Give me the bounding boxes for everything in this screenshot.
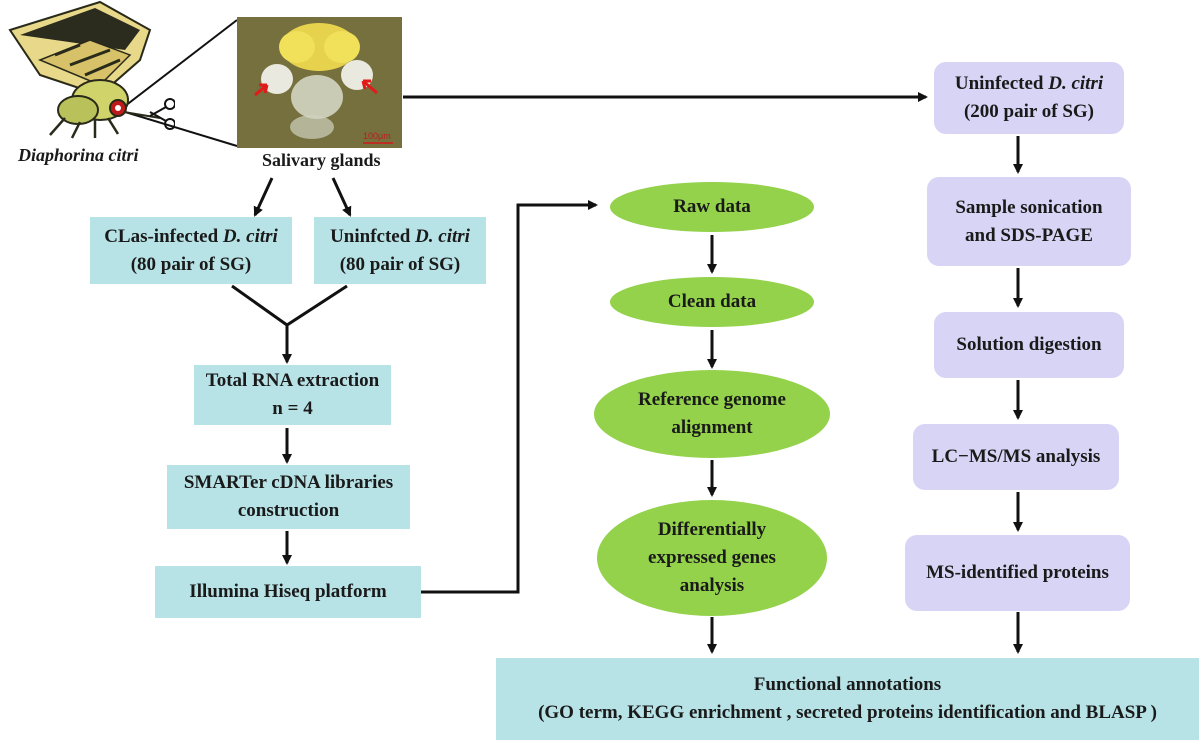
rna-extraction-label: Total RNA extraction bbox=[205, 370, 380, 391]
deg-analysis-oval: Differentially expressed genes analysis bbox=[597, 500, 827, 616]
uninfected-proteome-box: Uninfected D. citri (200 pair of SG) bbox=[934, 62, 1124, 134]
uninfected-label-species: D. citri bbox=[415, 225, 470, 247]
functional-annotations-details: (GO term, KEGG enrichment , secreted pro… bbox=[538, 702, 1157, 723]
arrow-illumina-to-raw bbox=[421, 200, 598, 594]
smarter-library-line2: construction bbox=[237, 500, 340, 521]
digestion-box: Solution digestion bbox=[934, 312, 1124, 378]
gland-micrograph-image bbox=[237, 17, 402, 148]
zoom-line-bottom bbox=[124, 111, 238, 147]
psyllid-illustration bbox=[8, 0, 175, 139]
clas-infected-box: CLas-infected D. citri (80 pair of SG) bbox=[90, 217, 292, 284]
functional-annotations-title: Functional annotations bbox=[753, 674, 942, 695]
scale-bar-label: 100μm bbox=[363, 131, 391, 141]
sonication-line1: Sample sonication bbox=[955, 196, 1103, 218]
ms-proteins-box: MS-identified proteins bbox=[905, 535, 1130, 611]
lcms-box: LC−MS/MS analysis bbox=[913, 424, 1119, 490]
arrow-to-uninfected bbox=[331, 177, 352, 217]
proteome-sample-prefix: Uninfected bbox=[954, 73, 1049, 94]
ms-proteins-label: MS-identified proteins bbox=[926, 562, 1109, 583]
reference-alignment-oval: Reference genome alignment bbox=[594, 370, 830, 458]
raw-data-label: Raw data bbox=[673, 196, 751, 217]
uninfected-rna-box: Uninfcted D. citri (80 pair of SG) bbox=[314, 217, 486, 284]
salivary-gland-photo: 100μm bbox=[237, 17, 402, 148]
reference-alignment-line1: Reference genome bbox=[638, 389, 786, 410]
rna-extraction-replicates: n = 4 bbox=[272, 398, 313, 419]
illumina-label: Illumina Hiseq platform bbox=[189, 581, 387, 602]
clean-data-label: Clean data bbox=[667, 291, 757, 312]
functional-annotations-box: Functional annotations (GO term, KEGG en… bbox=[496, 658, 1199, 740]
arrow-to-infected bbox=[253, 177, 274, 217]
deg-analysis-line2: expressed genes bbox=[648, 547, 776, 568]
deg-analysis-line1: Differentially bbox=[657, 519, 767, 540]
species-label: Diaphorina citri bbox=[18, 145, 139, 165]
digestion-label: Solution digestion bbox=[956, 334, 1102, 355]
sonication-box: Sample sonication and SDS-PAGE bbox=[927, 177, 1131, 266]
scissors-icon bbox=[149, 98, 175, 130]
merge-connector bbox=[231, 284, 348, 327]
deg-analysis-line3: analysis bbox=[679, 575, 745, 596]
sonication-line2: and SDS-PAGE bbox=[965, 224, 1093, 246]
raw-data-oval: Raw data bbox=[610, 182, 814, 232]
clean-data-oval: Clean data bbox=[610, 277, 814, 327]
illumina-box: Illumina Hiseq platform bbox=[155, 566, 421, 618]
smarter-library-box: SMARTer cDNA libraries construction bbox=[167, 465, 410, 529]
smarter-library-line1: SMARTer cDNA libraries bbox=[183, 472, 394, 493]
uninfected-label-prefix: Uninfcted bbox=[330, 225, 416, 247]
reference-alignment-line2: alignment bbox=[671, 417, 753, 438]
proteome-sample-count: (200 pair of SG) bbox=[963, 101, 1094, 122]
rna-extraction-box: Total RNA extraction n = 4 bbox=[194, 365, 391, 425]
proteome-sample-species: D. citri bbox=[1048, 73, 1104, 94]
infected-sample-count: (80 pair of SG) bbox=[130, 253, 252, 275]
zoom-line-top bbox=[124, 19, 238, 107]
infected-label-species: D. citri bbox=[222, 225, 278, 247]
photo-caption: Salivary glands bbox=[262, 150, 381, 170]
uninfected-sample-count: (80 pair of SG) bbox=[339, 253, 461, 275]
infected-label-prefix: CLas-infected bbox=[104, 225, 223, 247]
lcms-label: LC−MS/MS analysis bbox=[931, 446, 1101, 467]
